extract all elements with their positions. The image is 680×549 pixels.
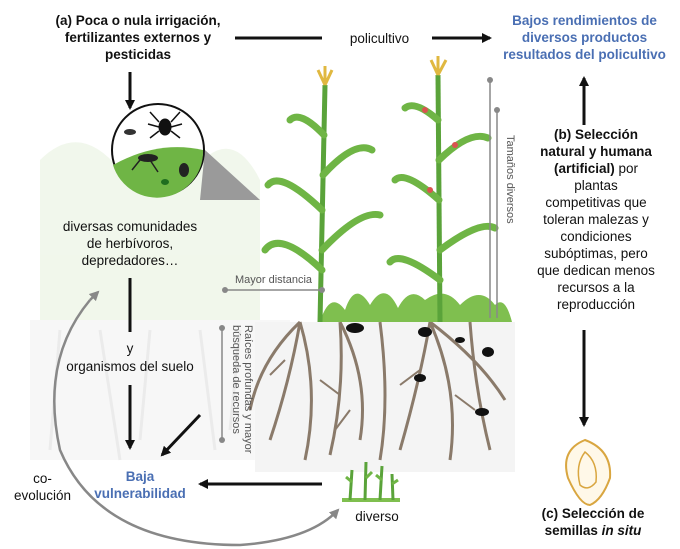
small-polyculture-icon: [342, 461, 400, 502]
label-a: (a) Poca o nula irrigación, fertilizante…: [55, 13, 221, 62]
seed-icon: [565, 438, 612, 507]
label-raices: Raíces profundas y mayor búsqueda de rec…: [230, 325, 254, 454]
label-c: (c) Selección de semillas in situ: [541, 506, 645, 538]
label-diverso: diverso: [355, 509, 399, 524]
label-mayor-distancia: Mayor distancia: [234, 274, 313, 286]
ground-weeds: [320, 293, 512, 322]
spider-icon: [147, 111, 183, 139]
roots-depth-line: [219, 325, 225, 443]
label-y: y: [126, 341, 134, 356]
size-lines: [487, 77, 500, 318]
coevolution-arrow: [53, 299, 340, 547]
label-b: (b) Selección natural y humana (artifici…: [537, 127, 655, 312]
label-result: Bajos rendimientos de diversos productos…: [503, 13, 666, 62]
soil-roots: [248, 320, 515, 472]
arrows: [125, 33, 589, 489]
label-tamanos: Tamaños diversos: [504, 135, 516, 224]
cricket-icon: [131, 154, 159, 173]
insect-community-circle: [111, 103, 260, 200]
label-communities: diversas comunidades de herbívoros, depr…: [62, 219, 198, 268]
distance-line: [222, 287, 325, 293]
label-soil: organismos del suelo: [66, 359, 194, 374]
label-policultivo: policultivo: [349, 31, 410, 46]
maize-plant-right: [386, 56, 499, 323]
label-baja-vulnerabilidad: Baja vulnerabilidad: [94, 469, 186, 501]
label-coevolution: co- evolución: [13, 471, 72, 503]
beetle-icon: [124, 129, 189, 185]
maize-plant-left: [261, 66, 384, 323]
